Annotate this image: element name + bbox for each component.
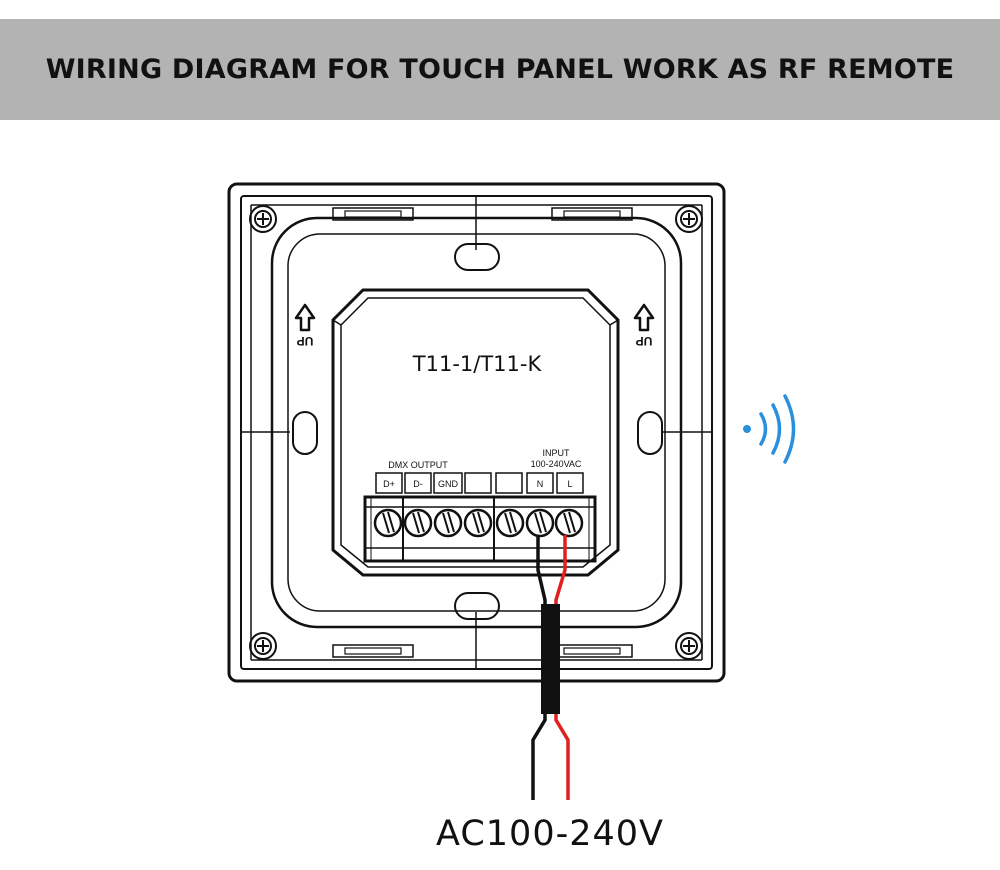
control-module-body (331, 288, 620, 577)
inner-mount-ring-2 (287, 233, 666, 612)
right-mount-slot (637, 411, 663, 455)
terminal-screw-icon (525, 508, 555, 538)
terminal-label-dplus: D+ (383, 479, 395, 489)
terminal-screw-icon (373, 508, 403, 538)
input-voltage-label: 100-240VAC (531, 459, 582, 469)
terminal-screw-icon (554, 508, 584, 538)
up-arrow-icon (633, 303, 655, 332)
terminal-label-n: N (537, 479, 544, 489)
rf-signal-icon (743, 394, 796, 464)
screw-icon (249, 205, 277, 233)
screw-icon (675, 632, 703, 660)
terminal-label-box (375, 472, 403, 494)
terminal-label-box (526, 472, 554, 494)
terminal-label-box (495, 472, 523, 494)
panel-frame-inner (240, 195, 713, 670)
input-label: INPUT (543, 448, 571, 458)
terminal-label-box (464, 472, 492, 494)
terminal-block (363, 495, 597, 563)
panel-frame-outer (227, 182, 726, 683)
terminal-label-box (404, 472, 432, 494)
up-label-left: UP (297, 334, 314, 348)
bottom-mount-slot (454, 592, 500, 620)
screw-icon (675, 205, 703, 233)
terminal-label-row: D+ D- GND N L (375, 472, 584, 494)
title-banner: WIRING DIAGRAM FOR TOUCH PANEL WORK AS R… (0, 19, 1000, 120)
terminal-screw-icon (495, 508, 525, 538)
up-label-right: UP (636, 334, 653, 348)
terminal-label-l: L (567, 479, 572, 489)
terminal-label-gnd: GND (438, 479, 459, 489)
inner-mount-ring (270, 216, 683, 629)
dmx-output-label: DMX OUTPUT (388, 460, 448, 470)
page-title: WIRING DIAGRAM FOR TOUCH PANEL WORK AS R… (45, 54, 955, 85)
terminal-label-box (433, 472, 463, 494)
model-label: T11-1/T11-K (412, 352, 543, 376)
wire-sleeve (541, 604, 560, 714)
screw-icon (249, 632, 277, 660)
terminal-label-dminus: D- (413, 479, 423, 489)
terminal-screw-icon (463, 508, 493, 538)
up-arrow-icon (294, 303, 316, 332)
top-mount-slot (454, 243, 500, 271)
terminal-screw-icon (433, 508, 463, 538)
power-supply-label: AC100-240V (436, 814, 664, 854)
terminal-label-box (556, 472, 584, 494)
terminal-screw-icon (403, 508, 433, 538)
left-mount-slot (292, 411, 318, 455)
